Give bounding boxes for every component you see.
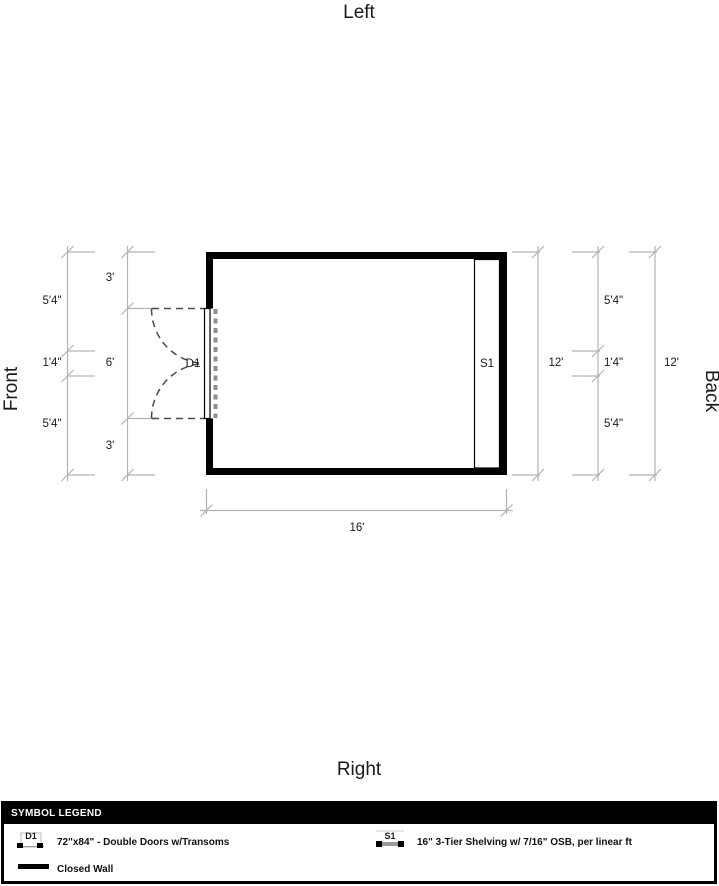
dim-right-mid-1: 1'4" [604,357,623,369]
double-door-symbol-label: D1 [25,831,37,841]
right-inner-dimension-line [512,245,545,482]
dim-right-mid-0: 5'4" [604,295,623,307]
shelf-label: S1 [480,358,494,370]
legend-title: SYMBOL LEGEND [4,804,714,824]
orientation-bottom-label: Right [337,759,382,780]
dim-left-inner-1: 6' [106,357,115,369]
shelving-symbol-icon: S1 [376,830,404,847]
orientation-right-label: Back [701,370,719,413]
left-inner-dimension-line [121,245,155,482]
closed-walls [206,252,507,475]
floor-plan-drawing: Left Right Front Back 5'4" 1'4" 5'4" 3' … [1,2,719,780]
right-middle-dimension-line [572,245,605,482]
dim-left-inner-0: 3' [106,272,115,284]
dim-right-mid-2: 5'4" [604,418,623,430]
orientation-left-label: Front [1,366,22,411]
door-label: D1 [186,358,201,370]
orientation-top-label: Left [343,2,375,23]
dim-left-outer-2: 5'4" [42,418,61,430]
left-outer-dimension-line [61,245,95,482]
dim-right-height-outer: 12' [664,357,679,369]
double-door-symbol-icon: D1 [17,831,44,848]
dim-width: 16' [350,522,365,534]
bottom-dimension-line [200,489,513,517]
shelving-s1 [473,258,501,469]
door-leaf [203,307,211,420]
legend-item-closed-wall: Closed Wall [57,864,114,875]
dim-left-inner-2: 3' [106,440,115,452]
legend-item-shelving: 16" 3-Tier Shelving w/ 7/16" OSB, per li… [417,837,632,848]
dim-left-outer-0: 5'4" [42,295,61,307]
shelving-symbol-label: S1 [384,831,395,841]
symbol-legend: SYMBOL LEGEND D1 72"x84" - Double Doors … [1,801,717,884]
double-door-d1 [150,307,218,420]
closed-wall-symbol-icon [18,864,49,869]
dim-right-height-inner: 12' [549,357,564,369]
right-outer-dimension-line [629,245,662,482]
legend-item-double-doors: 72"x84" - Double Doors w/Transoms [57,837,230,848]
dim-left-outer-1: 1'4" [42,357,61,369]
